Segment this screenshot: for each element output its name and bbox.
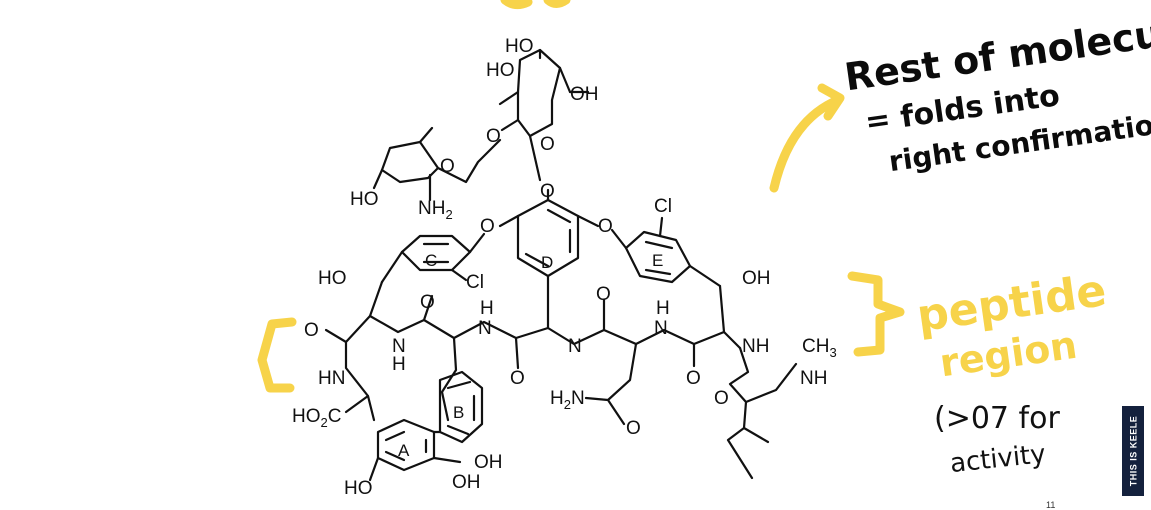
atom-o-ring1: O (486, 126, 501, 147)
annotation-rest-line1: Rest of molecule (842, 6, 1151, 99)
vancomycin-structure (324, 48, 798, 482)
atom-o-a: O (420, 292, 435, 313)
annotation-needed-for: (>07 for (934, 401, 1060, 436)
atom-nh-methyl: NH (800, 368, 827, 389)
atom-o-ring2: O (540, 134, 555, 155)
atom-o-leucine: O (714, 388, 729, 409)
atom-h2n: H2N (550, 388, 585, 412)
atom-o-left: O (480, 216, 495, 237)
top-yellow-mark (500, 0, 571, 10)
atom-oh-sugar: OH (570, 84, 599, 105)
brand-text: THIS IS KEELE (1128, 415, 1139, 487)
atom-n1: N (478, 318, 492, 339)
atom-h3: H (392, 354, 406, 375)
peptide-backbone (324, 280, 798, 480)
atom-o-link: O (540, 181, 555, 202)
atom-ho-amino: HO (350, 189, 379, 210)
atom-ho2c: HO2C (292, 406, 341, 430)
atom-nh2: NH2 (418, 198, 453, 222)
atom-o-e: O (686, 368, 701, 389)
atom-cl-left: Cl (466, 272, 484, 293)
annotation-activity: activity (949, 439, 1047, 479)
ring-label-e: E (652, 251, 663, 270)
ring-label-a: A (398, 441, 410, 460)
atom-cl-top: Cl (654, 196, 672, 217)
atom-ho-top: HO (505, 36, 534, 57)
atom-nh-right: NH (742, 336, 769, 357)
ring-label-d: D (541, 253, 553, 272)
atom-oh-b2: OH (452, 472, 481, 493)
atom-o-b: O (596, 284, 611, 305)
yellow-bracket-left (257, 317, 297, 393)
atom-ch3: CH3 (802, 336, 837, 360)
atom-h2: H (656, 298, 670, 319)
vancosamine-ring (372, 126, 502, 202)
glucose-ring (498, 48, 590, 182)
atom-o-right: O (598, 216, 613, 237)
ring-e (610, 216, 722, 288)
atom-oh-right: OH (742, 268, 771, 289)
atom-o-glycosidic: O (440, 156, 455, 177)
ring-c (380, 232, 486, 284)
atom-ho-left: HO (318, 268, 347, 289)
ring-label-c: C (425, 251, 437, 270)
atom-hn-left: HN (318, 368, 345, 389)
atom-o-amide: O (626, 418, 641, 439)
atom-n3: N (392, 336, 406, 357)
atom-ho-top2: HO (486, 60, 515, 81)
annotation-peptide-region: peptide region (914, 265, 1110, 385)
atom-h1: H (480, 298, 494, 319)
page-number: 11 (1046, 500, 1056, 510)
ring-d (498, 188, 600, 330)
keele-brand-badge: THIS IS KEELE (1122, 406, 1144, 496)
yellow-arrow (769, 83, 845, 193)
atom-o-d: O (510, 368, 525, 389)
atom-n4: N (568, 336, 582, 357)
yellow-bracket-right (847, 271, 905, 357)
annotation-rest-of-molecule: Rest of molecule = folds into right conf… (842, 6, 1151, 178)
ring-label-b: B (453, 403, 464, 422)
ring-a (368, 418, 462, 482)
atom-n2: N (654, 318, 668, 339)
atom-oh-b1: OH (474, 452, 503, 473)
atom-ho-bottom: HO (344, 478, 373, 499)
atom-o-c: O (304, 320, 319, 341)
